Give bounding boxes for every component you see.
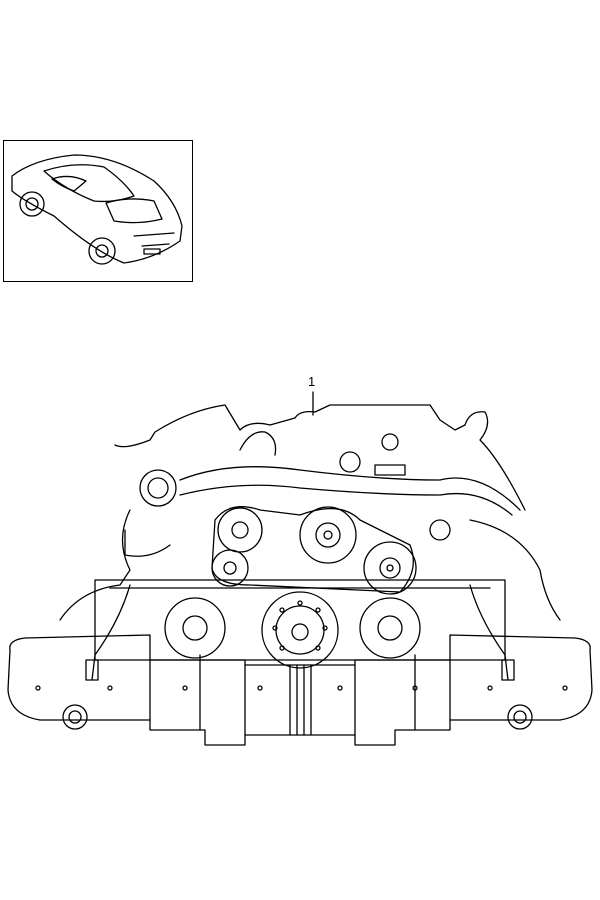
vehicle-thumbnail xyxy=(3,140,193,282)
car-illustration xyxy=(11,154,183,265)
callout-label-1: 1 xyxy=(308,374,316,389)
engine-illustration xyxy=(7,391,593,746)
engine-assembly-drawing xyxy=(0,370,600,770)
